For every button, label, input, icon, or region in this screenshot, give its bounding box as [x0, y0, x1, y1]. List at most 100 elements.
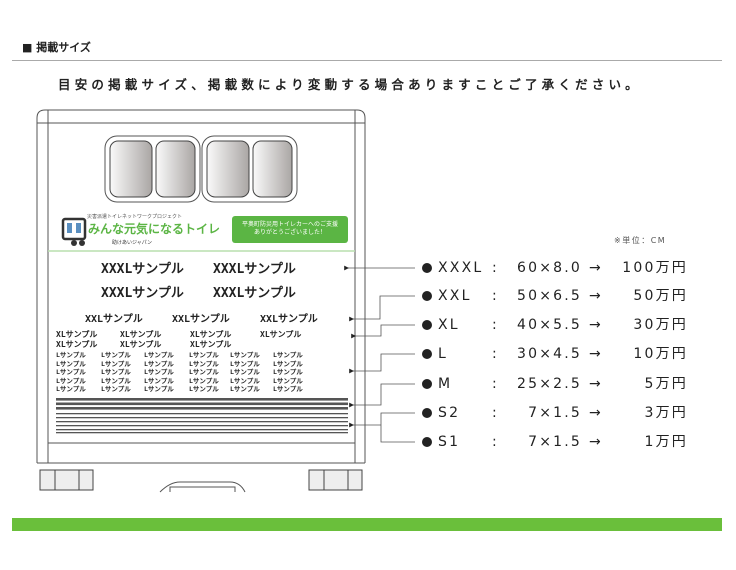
- l-sample-text: Lサンプル: [144, 385, 174, 393]
- l-sample-text: Lサンプル: [101, 376, 131, 385]
- l-sample-text: Lサンプル: [56, 385, 86, 393]
- size-stripes: [56, 398, 348, 434]
- l-sample-text: Lサンプル: [230, 351, 260, 359]
- l-sample-text: Lサンプル: [101, 368, 131, 376]
- l-sample-text: Lサンプル: [56, 368, 86, 376]
- divider: [12, 60, 722, 61]
- arrow-icon: →: [589, 288, 603, 304]
- size-label: S1: [438, 434, 461, 450]
- arrow-icon: →: [589, 260, 603, 276]
- size-price: 1万円: [644, 434, 688, 450]
- l-sample-text: Lサンプル: [56, 351, 86, 359]
- logo-sub: 助けあいジャパン: [112, 240, 153, 246]
- size-dimensions: 7×1.5: [528, 405, 582, 421]
- l-sample-text: Lサンプル: [273, 359, 303, 368]
- bullet-icon: [422, 349, 432, 359]
- size-colon: :: [492, 434, 499, 450]
- l-sample-text: Lサンプル: [189, 351, 219, 359]
- window-left: [104, 135, 201, 203]
- l-sample-text: Lサンプル: [56, 359, 86, 368]
- tail-light-right: [308, 469, 363, 491]
- l-sample-text: Lサンプル: [56, 376, 86, 385]
- arrow-icon: →: [589, 346, 603, 362]
- size-colon: :: [492, 317, 499, 333]
- xxxl-sample-text: XXXLサンプル: [101, 286, 184, 301]
- size-price: 100万円: [622, 260, 688, 276]
- tail-light-left: [39, 469, 94, 491]
- notice-text: 目安の掲載サイズ、掲載数により変動する場合ありますことご了承ください。: [58, 77, 642, 92]
- l-sample-text: Lサンプル: [273, 385, 303, 393]
- xxl-sample-text: XXLサンプル: [172, 314, 230, 325]
- xxxl-sample-text: XXXLサンプル: [213, 286, 296, 301]
- thanks-line2: ありがとうございました！: [253, 229, 326, 236]
- thanks-banner: 平奥町防災用トイレカーへのご支援 ありがとうございました！: [232, 216, 348, 243]
- l-sample-text: Lサンプル: [144, 359, 174, 368]
- xxl-sample-text: XXLサンプル: [260, 314, 318, 325]
- arrow-icon: →: [589, 405, 603, 421]
- arrow-icon: →: [589, 317, 603, 333]
- l-sample-text: Lサンプル: [189, 385, 219, 393]
- l-sample-text: Lサンプル: [273, 368, 303, 376]
- logo-title: みんな元気になるトイレ: [88, 222, 221, 236]
- logo-project-name: 災害派遣トイレネットワークプロジェクト: [87, 214, 183, 220]
- l-sample-text: Lサンプル: [189, 368, 219, 376]
- bullet-icon: [422, 263, 432, 273]
- arrow-icon: →: [589, 376, 603, 392]
- l-sample-text: Lサンプル: [101, 385, 131, 393]
- l-sample-text: Lサンプル: [144, 368, 174, 376]
- bullet-icon: [422, 291, 432, 301]
- footer-green-bar: [12, 518, 722, 531]
- xxl-sample-text: XXLサンプル: [85, 314, 143, 325]
- size-label: XL: [438, 317, 460, 333]
- size-dimensions: 50×6.5: [516, 288, 582, 304]
- size-colon: :: [492, 405, 499, 421]
- section-title: ■ 掲載サイズ: [22, 41, 91, 54]
- l-sample-text: Lサンプル: [230, 385, 260, 393]
- size-label: XXL: [438, 288, 472, 304]
- window-right: [201, 135, 298, 203]
- arrow-icon: →: [589, 434, 603, 450]
- l-sample-text: Lサンプル: [230, 376, 260, 385]
- unit-note: ※単位：CM: [614, 236, 667, 245]
- size-connectors: [344, 265, 415, 443]
- xxxl-sample-text: XXXLサンプル: [101, 262, 184, 277]
- size-colon: :: [492, 346, 499, 362]
- xxxl-sample-text: XXXLサンプル: [213, 262, 296, 277]
- size-label: XXXL: [438, 260, 484, 276]
- size-dimensions: 30×4.5: [516, 346, 582, 362]
- size-price: 30万円: [633, 317, 688, 333]
- bullet-icon: [422, 408, 432, 418]
- bullet-icon: [422, 320, 432, 330]
- xl-sample-text: XLサンプル: [56, 340, 98, 349]
- size-colon: :: [492, 260, 499, 276]
- bullet-icon: [422, 379, 432, 389]
- xl-sample-text: XLサンプル: [190, 330, 232, 339]
- l-sample-text: Lサンプル: [230, 359, 260, 368]
- size-label: S2: [438, 405, 461, 421]
- l-sample-text: Lサンプル: [189, 359, 219, 368]
- size-price: 50万円: [633, 288, 688, 304]
- xl-sample-text: XLサンプル: [120, 330, 162, 339]
- l-sample-text: Lサンプル: [189, 376, 219, 385]
- size-price: 10万円: [633, 346, 688, 362]
- size-dimensions: 7×1.5: [528, 434, 582, 450]
- xl-sample-text: XLサンプル: [260, 330, 302, 339]
- bullet-icon: [422, 437, 432, 447]
- l-sample-text: Lサンプル: [144, 376, 174, 385]
- size-price: 5万円: [644, 376, 688, 392]
- size-colon: :: [492, 288, 499, 304]
- l-sample-text: Lサンプル: [144, 351, 174, 359]
- xl-sample-text: XLサンプル: [56, 330, 98, 339]
- l-sample-text: Lサンプル: [101, 359, 131, 368]
- xl-sample-text: XLサンプル: [190, 340, 232, 349]
- l-sample-text: Lサンプル: [273, 376, 303, 385]
- thanks-line1: 平奥町防災用トイレカーへのご支援: [241, 221, 338, 228]
- size-dimensions: 25×2.5: [516, 376, 582, 392]
- l-sample-text: Lサンプル: [273, 351, 303, 359]
- size-dimensions: 60×8.0: [516, 260, 582, 276]
- size-colon: :: [492, 376, 499, 392]
- xl-sample-text: XLサンプル: [120, 340, 162, 349]
- l-sample-text: Lサンプル: [230, 368, 260, 376]
- size-price: 3万円: [644, 405, 688, 421]
